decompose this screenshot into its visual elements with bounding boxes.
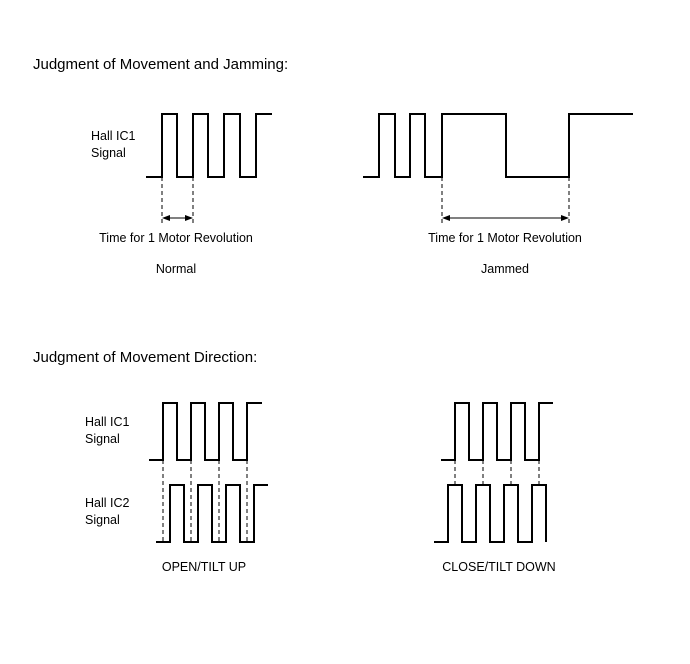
hall-ic1-label-line1: Hall IC1 <box>91 129 136 143</box>
normal-hall-ic1-waveform <box>146 113 272 178</box>
close-alignment-markers <box>454 460 540 485</box>
movement-jamming-heading: Judgment of Movement and Jamming: <box>33 56 289 73</box>
hall-ic2-dir-label-line2: Signal <box>85 513 120 527</box>
hall-ic2-dir-label-line1: Hall IC2 <box>85 496 130 510</box>
jammed-caption: Jammed <box>481 262 529 276</box>
close-hall-ic1-waveform <box>441 402 553 461</box>
movement-direction-heading: Judgment of Movement Direction: <box>33 349 258 366</box>
open-hall-ic1-waveform <box>149 402 262 461</box>
jammed-interval-label: Time for 1 Motor Revolution <box>428 231 582 245</box>
normal-revolution-markers <box>161 177 194 224</box>
normal-interval-label: Time for 1 Motor Revolution <box>99 231 253 245</box>
normal-revolution-arrow <box>162 215 193 221</box>
hall-ic1-label-line2: Signal <box>91 146 126 160</box>
open-hall-ic2-waveform <box>156 484 268 543</box>
jammed-hall-ic1-waveform <box>363 113 633 178</box>
hall-ic1-dir-label-line1: Hall IC1 <box>85 415 130 429</box>
normal-caption: Normal <box>155 262 197 276</box>
open-tilt-up-caption: OPEN/TILT UP <box>161 560 247 574</box>
close-hall-ic2-waveform <box>434 484 547 543</box>
jammed-revolution-arrow <box>442 215 569 221</box>
hall-ic1-dir-label-line2: Signal <box>85 432 120 446</box>
close-tilt-down-caption: CLOSE/TILT DOWN <box>442 560 556 574</box>
jammed-revolution-markers <box>441 177 570 224</box>
open-alignment-markers <box>162 460 248 542</box>
